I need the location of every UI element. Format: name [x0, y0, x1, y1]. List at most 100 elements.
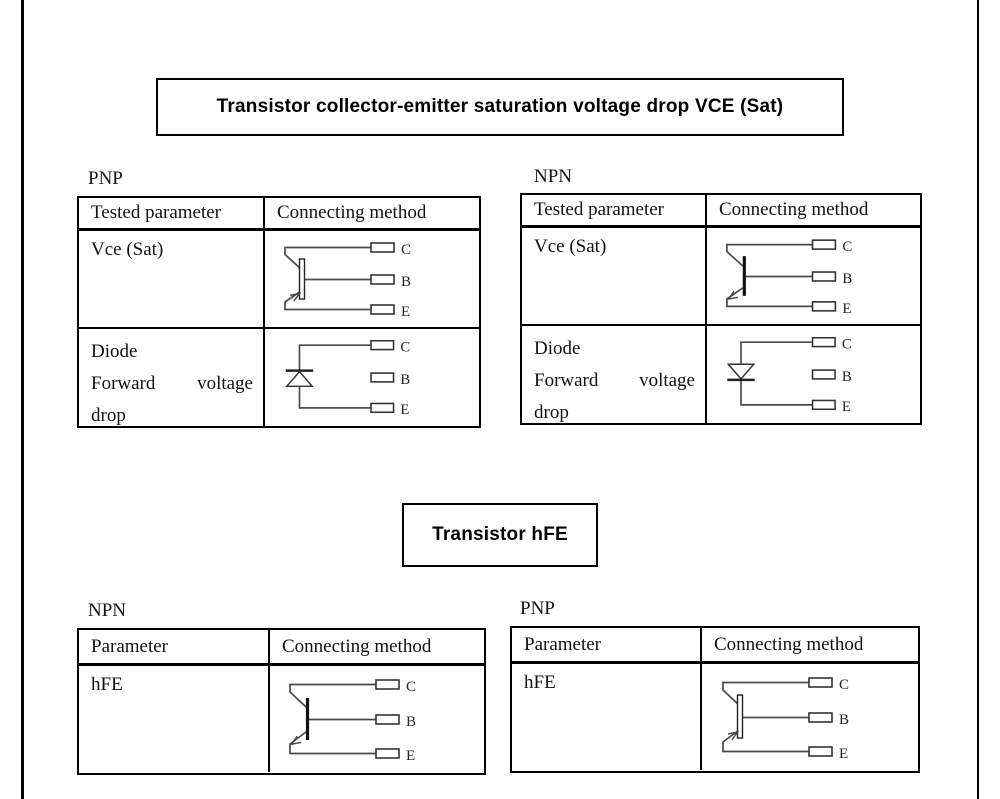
- header-connecting-method: Connecting method: [277, 202, 427, 223]
- terminal-boxes: [811, 336, 836, 411]
- section1-title: Transistor collector-emitter saturation …: [216, 96, 784, 117]
- wires: [284, 246, 371, 311]
- collector-label: C: [842, 239, 852, 255]
- pnp-vce-diagram-cell: C B E: [265, 231, 479, 327]
- pnp-vce-table-label: PNP: [88, 168, 123, 189]
- collector-terminal-box: [808, 677, 833, 688]
- pnp-emitter-arrow: [727, 730, 740, 741]
- diode-triangle: [726, 363, 756, 381]
- emitter-terminal-box: [811, 301, 837, 312]
- diode-triangle: [285, 370, 314, 388]
- table-header-row: Parameter Connecting method: [79, 630, 484, 666]
- terminal-boxes: [375, 679, 400, 759]
- header-connecting-method: Connecting method: [282, 635, 432, 657]
- npn-emitter-arrow: [289, 735, 302, 746]
- table-row: Diode Forward voltage drop: [522, 324, 920, 423]
- header-parameter: Parameter: [512, 628, 702, 661]
- hfe-cell: hFE: [512, 664, 702, 770]
- base-label: B: [401, 274, 411, 290]
- table-row: Diode Forward voltage drop: [79, 327, 479, 426]
- section1-title-box: Transistor collector-emitter saturation …: [156, 78, 844, 136]
- base-label: B: [400, 372, 410, 388]
- collector-label: C: [406, 679, 416, 695]
- pnp-vce-table: Tested parameter Connecting method Vce (…: [77, 196, 481, 428]
- collector-terminal-box: [811, 336, 836, 348]
- npn-emitter-arrow: [726, 290, 738, 301]
- table-row: Vce (Sat) C B: [522, 228, 920, 324]
- emitter-label: E: [842, 399, 851, 415]
- base-terminal-box: [811, 271, 837, 282]
- collector-label: C: [401, 242, 411, 258]
- pnp-diode-diagram-cell: C B E: [265, 329, 479, 426]
- wires: [740, 341, 813, 406]
- base-terminal-box: [370, 372, 395, 383]
- emitter-label: E: [406, 748, 415, 764]
- base-label: B: [839, 712, 849, 728]
- pnp-transistor-diagram: C B E: [284, 242, 411, 320]
- emitter-label: E: [400, 402, 409, 418]
- table-header-row: Tested parameter Connecting method: [522, 195, 920, 228]
- npn-hfe-table: Parameter Connecting method hFE: [77, 628, 486, 775]
- header-parameter: Parameter: [79, 630, 270, 663]
- base-terminal-box: [370, 274, 395, 285]
- npn-vce-table: Tested parameter Connecting method Vce (…: [520, 193, 922, 425]
- diode-cathode-top-diagram: C B E: [285, 339, 410, 418]
- diode-forward-cell: Diode Forward voltage drop: [522, 326, 707, 423]
- wires: [289, 683, 376, 755]
- terminal-boxes: [811, 239, 837, 312]
- emitter-terminal-box: [370, 402, 395, 414]
- section2-title: Transistor hFE: [432, 524, 568, 545]
- header-tested-parameter: Tested parameter: [79, 198, 265, 228]
- collector-label: C: [839, 677, 849, 693]
- base-bar: [298, 258, 306, 300]
- header-connecting-method: Connecting method: [714, 633, 864, 655]
- npn-transistor-diagram: C B E: [289, 679, 416, 764]
- emitter-terminal-box: [808, 746, 833, 757]
- wires: [298, 344, 372, 409]
- collector-label: C: [400, 340, 410, 356]
- hfe-cell: hFE: [79, 666, 270, 772]
- table-header-row: Parameter Connecting method: [512, 628, 918, 664]
- npn-hfe-diagram-cell: C B E: [270, 666, 484, 772]
- wires: [722, 681, 809, 753]
- npn-vce-diagram-cell: C B E: [707, 228, 920, 324]
- emitter-terminal-box: [375, 748, 400, 759]
- emitter-label: E: [401, 304, 410, 320]
- page-left-edge-line: [21, 0, 24, 799]
- base-terminal-box: [811, 369, 836, 380]
- terminal-boxes: [370, 242, 395, 315]
- wires: [726, 243, 813, 308]
- vce-sat-cell: Vce (Sat): [522, 228, 707, 324]
- table-row: hFE C B E: [512, 664, 918, 770]
- base-label: B: [842, 369, 852, 385]
- pnp-hfe-diagram-cell: C B E: [702, 664, 918, 770]
- collector-label: C: [842, 337, 852, 353]
- base-terminal-box: [375, 714, 400, 725]
- emitter-terminal-box: [811, 399, 836, 411]
- base-terminal-box: [808, 712, 833, 723]
- base-bar: [736, 694, 744, 739]
- header-tested-parameter: Tested parameter: [522, 195, 707, 225]
- npn-diode-diagram-cell: C B E: [707, 326, 920, 423]
- terminal-boxes: [370, 339, 395, 414]
- pnp-hfe-table-label: PNP: [520, 598, 555, 619]
- diode-forward-cell: Diode Forward voltage drop: [79, 329, 265, 426]
- base-label: B: [406, 714, 416, 730]
- pnp-transistor-diagram: C B E: [722, 677, 849, 762]
- npn-transistor-diagram: C B E: [726, 239, 852, 317]
- emitter-label: E: [839, 746, 848, 762]
- table-row: Vce (Sat) C B: [79, 231, 479, 327]
- table-header-row: Tested parameter Connecting method: [79, 198, 479, 231]
- table-row: hFE C B E: [79, 666, 484, 772]
- vce-sat-cell: Vce (Sat): [79, 231, 265, 327]
- terminal-boxes: [808, 677, 833, 757]
- section2-title-box: Transistor hFE: [402, 503, 598, 567]
- base-label: B: [842, 271, 852, 287]
- diode-cathode-bottom-diagram: C B E: [726, 336, 852, 415]
- npn-hfe-table-label: NPN: [88, 600, 127, 621]
- collector-terminal-box: [370, 242, 395, 253]
- collector-terminal-box: [370, 339, 395, 351]
- page-right-edge-line: [977, 0, 979, 799]
- collector-terminal-box: [811, 239, 837, 250]
